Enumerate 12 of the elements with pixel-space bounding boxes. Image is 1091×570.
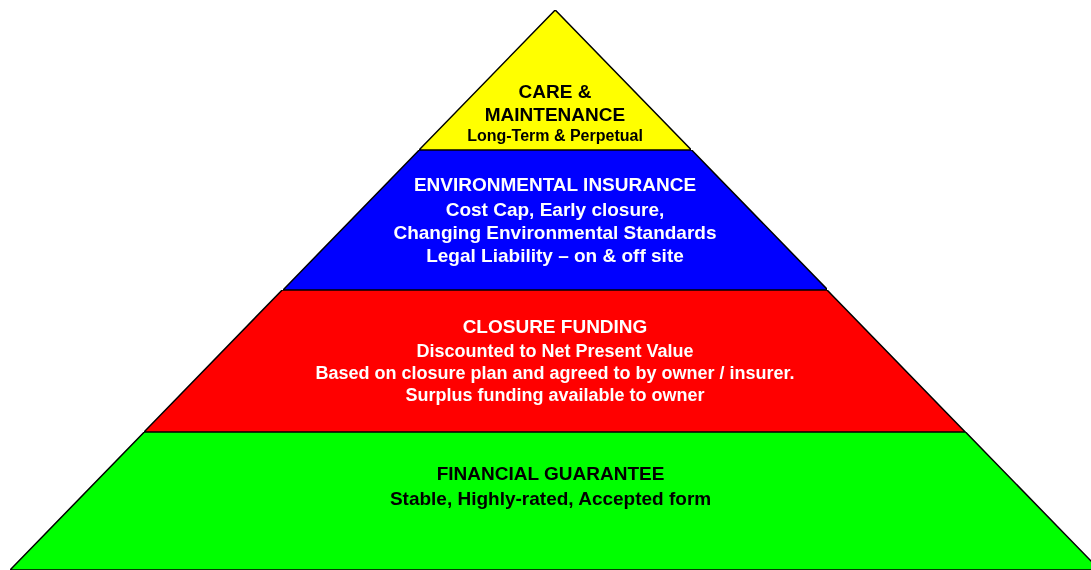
tier-text: Changing Environmental Standards	[393, 221, 717, 245]
tier-text: Cost Cap, Early closure,	[445, 197, 665, 221]
tier-text: Stable, Highly-rated, Accepted form	[389, 487, 712, 511]
tier-heading: CARE & MAINTENANCE	[484, 80, 626, 127]
tier-text: Discounted to Net Present Value	[416, 340, 694, 363]
tier-text: Based on closure plan and agreed to by owner / insurer.	[315, 362, 795, 385]
tier-heading: FINANCIAL GUARANTEE	[436, 461, 665, 485]
tier-text: Long-Term & Perpetual	[467, 126, 643, 146]
tier-text: Surplus funding available to owner	[405, 384, 705, 407]
tier-text: Legal Liability – on & off site	[426, 244, 684, 268]
tier-heading: ENVIRONMENTAL INSURANCE	[413, 172, 697, 196]
tier-heading: CLOSURE FUNDING	[462, 315, 648, 339]
